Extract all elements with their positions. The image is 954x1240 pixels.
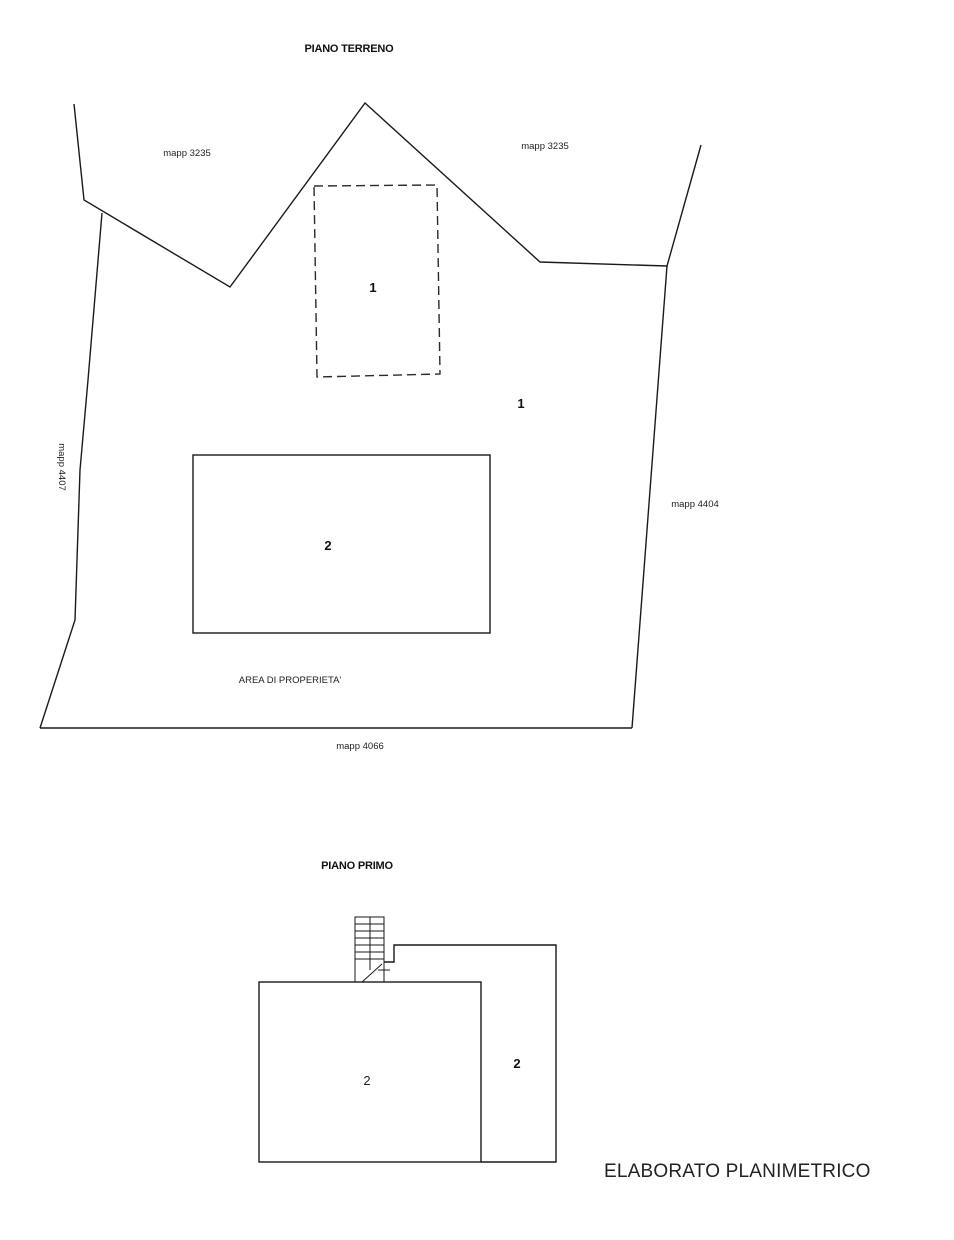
dashed-unit-number: 1 [369, 280, 376, 295]
parcel-label-east: mapp 4404 [671, 499, 719, 510]
building-unit-number: 2 [324, 538, 331, 553]
ground-floor-title: PIANO TERRENO [304, 43, 394, 55]
area-unit-number: 1 [517, 396, 524, 411]
parcel-label-northwest: mapp 3235 [163, 148, 211, 159]
lot-boundary-east [631, 265, 668, 729]
first-floor: PIANO PRIMO 2 2 [258, 860, 557, 1163]
building-outline [192, 454, 491, 634]
first-floor-main-outline [258, 981, 482, 1163]
first-floor-title: PIANO PRIMO [321, 860, 393, 872]
lot-boundary-west [39, 212, 103, 729]
first-floor-side-unit-number: 2 [513, 1056, 520, 1071]
dashed-unit-outline [313, 184, 441, 378]
stair-direction-line [361, 963, 383, 983]
property-area-label: AREA DI PROPERIETA' [239, 675, 342, 686]
ground-floor: PIANO TERRENO 1 1 2 mapp 3235 mapp 3235 … [39, 43, 719, 752]
staircase [354, 916, 390, 983]
document-title: ELABORATO PLANIMETRICO [604, 1161, 871, 1182]
lot-boundary-north [73, 101, 702, 288]
first-floor-side-outline [384, 944, 557, 1163]
parcel-label-west: mapp 4407 [56, 443, 67, 491]
parcel-label-northeast: mapp 3235 [521, 141, 569, 152]
first-floor-main-unit-number: 2 [363, 1073, 370, 1088]
parcel-label-south: mapp 4066 [336, 741, 384, 752]
